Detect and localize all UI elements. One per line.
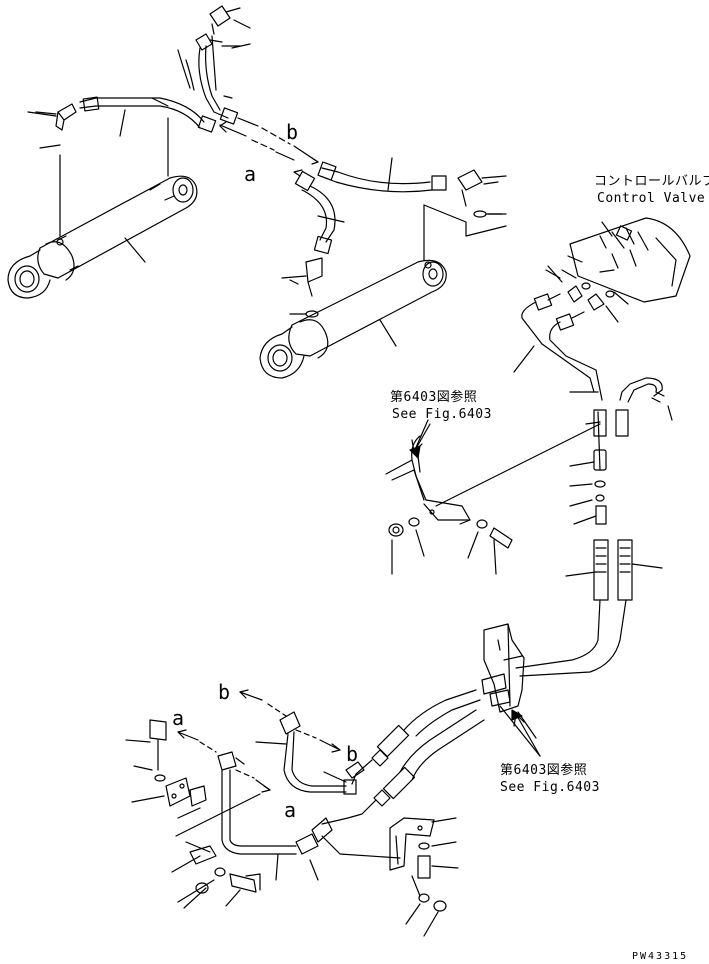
lower-right-hardware bbox=[389, 817, 459, 937]
ref-label-lower-jp: 第6403図参照 bbox=[500, 763, 588, 778]
connection-b-upper: b bbox=[286, 120, 299, 144]
figure-code: PW43315 bbox=[632, 951, 689, 962]
control-valve-label-jp: コントロールバルブ bbox=[594, 174, 709, 189]
connection-b-lower-left: b bbox=[218, 680, 231, 704]
right-cylinder bbox=[259, 204, 507, 379]
ref-label-lower-en: See Fig.6403 bbox=[500, 780, 600, 795]
control-valve-assembly bbox=[513, 217, 691, 677]
upper-hoses bbox=[27, 5, 507, 318]
upper-bracket bbox=[385, 419, 601, 575]
lower-piping bbox=[177, 689, 485, 881]
ref-arrow-lower bbox=[513, 713, 541, 757]
left-cylinder bbox=[7, 117, 198, 299]
ref-label-upper-en: See Fig.6403 bbox=[392, 407, 492, 422]
connection-a-upper: a bbox=[244, 162, 257, 186]
ref-arrow-lower-head bbox=[511, 709, 523, 721]
connection-a-lower-left: a bbox=[172, 706, 185, 730]
connection-b-lower-right: b bbox=[346, 742, 359, 766]
control-valve-label-en: Control Valve bbox=[597, 191, 706, 206]
central-bracket bbox=[481, 623, 541, 757]
connection-a-lower-right: a bbox=[284, 798, 297, 822]
ref-arrow-upper-head bbox=[409, 445, 421, 459]
ref-label-upper-jp: 第6403図参照 bbox=[390, 390, 478, 405]
lower-left-hardware bbox=[125, 719, 261, 909]
leader-lines bbox=[35, 19, 583, 285]
